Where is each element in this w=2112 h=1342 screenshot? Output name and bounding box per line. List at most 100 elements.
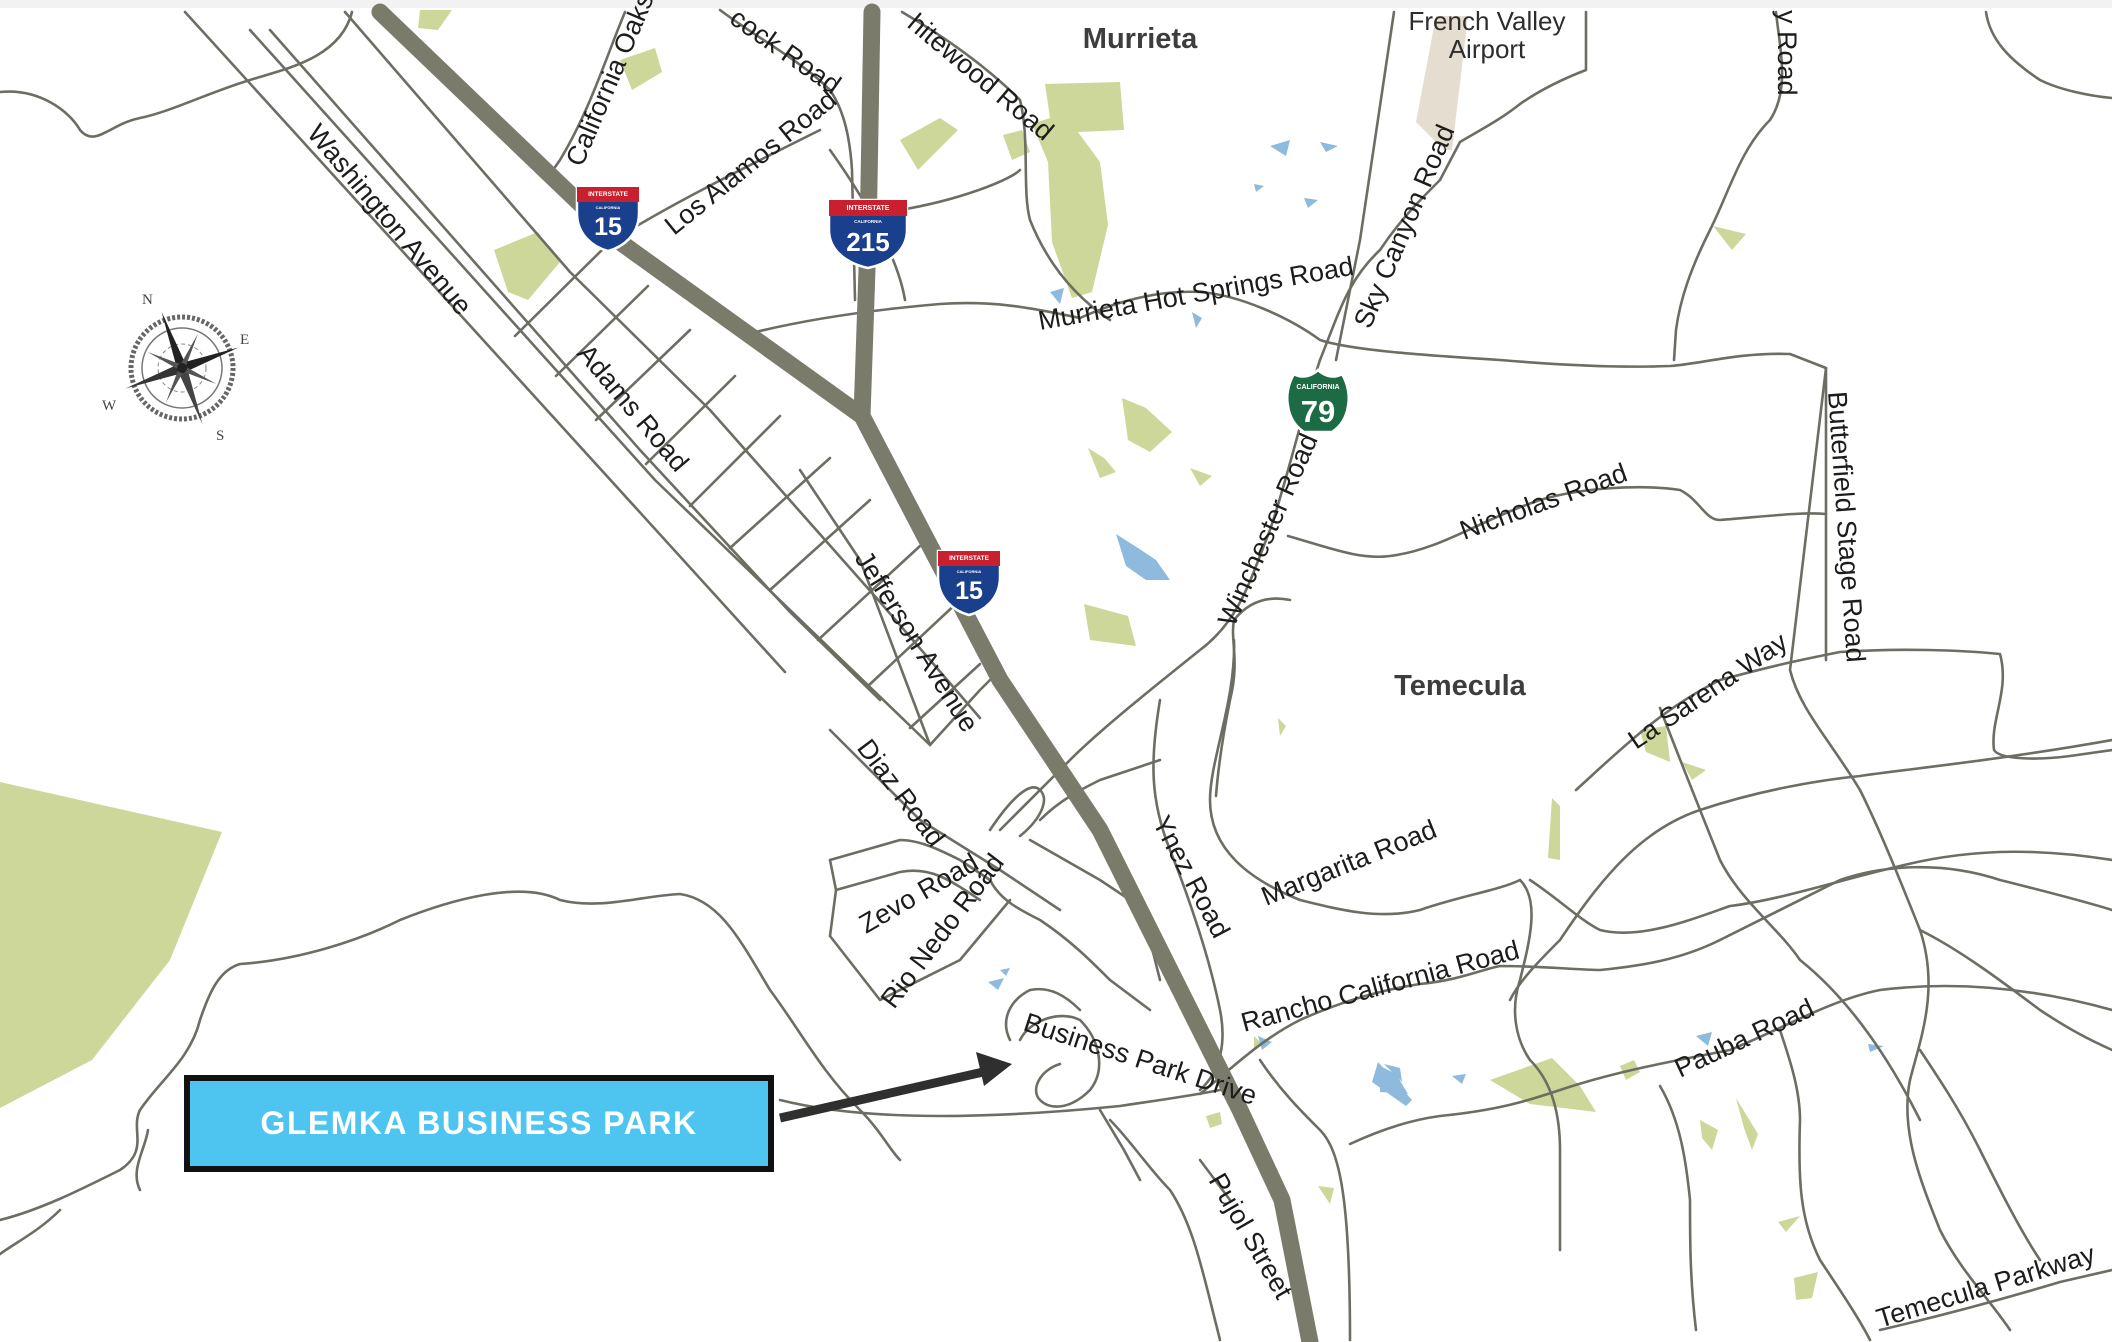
road-pujol — [1108, 1118, 1222, 1342]
shield-i15-south-sub: CALIFORNIA — [957, 569, 982, 574]
park-n — [1278, 718, 1286, 736]
lake-n — [1258, 1036, 1272, 1050]
street-label-la-sarena: La Sarena Way — [1623, 626, 1794, 755]
place-airport-line1: French Valley — [1408, 6, 1565, 36]
road-frontage-w — [828, 858, 838, 938]
park-sycamore — [1032, 82, 1124, 298]
road-cross-4 — [644, 374, 737, 466]
park-r — [1736, 1098, 1758, 1150]
street-label-business-park: Business Park Drive — [1020, 1007, 1260, 1111]
road-rancho-california — [1198, 865, 2112, 1096]
place-temecula: Temecula — [1394, 670, 1527, 702]
road-diaz — [828, 728, 1062, 912]
road-murrieta-hot-springs — [738, 290, 1828, 662]
road-los-alamos — [628, 128, 822, 232]
parks-layer — [0, 10, 1818, 1300]
street-label-los-alamos: Los Alamos Road — [659, 84, 842, 240]
lake-o — [1868, 1044, 1884, 1052]
lake-h — [1050, 288, 1064, 304]
road-jefferson — [798, 468, 932, 747]
street-label-temecula-parkway: Temecula Parkway — [1873, 1239, 2099, 1334]
road-zevo — [828, 838, 992, 882]
park-d — [900, 118, 958, 170]
road-butterfield — [1788, 366, 2012, 1332]
shield-i15-north: INTERSTATE CALIFORNIA 15 — [575, 185, 641, 253]
street-label-rancho-california: Rancho California Road — [1238, 935, 1523, 1038]
road-whitewood — [900, 10, 1112, 322]
shield-ca79-top: CALIFORNIA — [1296, 384, 1339, 391]
road-frontage-mid — [988, 878, 1152, 1012]
road-la-sarena — [1574, 648, 2112, 792]
park-f — [1088, 448, 1116, 478]
park-s — [1318, 1186, 1334, 1204]
road-sky-canyon — [1318, 178, 1442, 362]
road-cross-8 — [816, 544, 922, 642]
large-park-west — [0, 782, 222, 1108]
shield-ca79: CALIFORNIA 79 — [1286, 368, 1350, 434]
shield-ca79-number: 79 — [1301, 394, 1335, 429]
street-label-ynez: Ynez Road — [1147, 811, 1236, 943]
lake-k — [1452, 1074, 1466, 1084]
road-rio-nedo — [828, 898, 1012, 1002]
street-label-california-oaks: California Oaks — [560, 0, 660, 170]
road-grid-b — [343, 10, 982, 720]
street-label-butterfield: Butterfield Stage Road — [1822, 390, 1871, 663]
lake-c — [1384, 1064, 1402, 1082]
road-winchester — [998, 358, 1322, 832]
road-east-loop — [1508, 738, 2112, 1002]
park-m — [1548, 798, 1560, 860]
park-b — [620, 48, 662, 90]
airport-runway — [1416, 16, 1468, 150]
road-french-valley — [1334, 10, 1396, 362]
park-i — [1190, 468, 1212, 486]
compass-e: E — [240, 332, 249, 348]
park-t — [1778, 1216, 1800, 1232]
road-business-park-inner — [1004, 987, 1082, 1042]
lake-p — [1696, 1032, 1712, 1046]
roads-layer — [0, 8, 2112, 1342]
lake-i — [1192, 312, 1202, 328]
road-freeway-spur-s — [1198, 1158, 1232, 1202]
street-label-pauba: Pauba Road — [1670, 993, 1819, 1084]
park-l — [1682, 762, 1706, 780]
shield-i15-north-number: 15 — [594, 213, 622, 241]
park-k — [1640, 726, 1670, 762]
road-ynez — [1152, 698, 1224, 1092]
street-label-diaz: Diaz Road — [851, 734, 951, 853]
shield-i15-north-sub: CALIFORNIA — [596, 205, 621, 210]
road-cross-10 — [908, 662, 982, 730]
road-cock — [718, 8, 857, 302]
lake-g — [1254, 184, 1264, 192]
road-se-2 — [1918, 1048, 2042, 1262]
road-cross-3 — [594, 328, 692, 422]
road-ne-corner — [1984, 10, 2112, 100]
road-pauba — [1348, 984, 2112, 1146]
park-h — [1084, 604, 1136, 646]
road-cross-7 — [768, 498, 872, 592]
road-margarita-e — [1513, 878, 1562, 1252]
road-sycamore-w — [898, 168, 1022, 212]
compass-s: S — [216, 428, 224, 444]
lake-a — [1116, 534, 1170, 580]
road-se-freeway-e — [1258, 1058, 1352, 1342]
road-sw-spur — [135, 1128, 150, 1192]
shield-i215-sub: CALIFORNIA — [854, 219, 882, 224]
park-o — [1490, 1058, 1596, 1112]
road-washington — [183, 10, 787, 674]
road-la-sarena-spur — [1658, 706, 1922, 1122]
road-pujol-w — [1098, 1108, 1142, 1182]
road-cross-9 — [866, 598, 962, 688]
top-border — [0, 0, 2112, 8]
lake-e — [1320, 142, 1338, 152]
street-label-nicholas: Nicholas Road — [1456, 457, 1631, 545]
shield-i15-south-top: INTERSTATE — [949, 555, 990, 562]
road-temecula-parkway — [1878, 1268, 2112, 1332]
road-cross-1 — [513, 242, 610, 338]
park-j — [1713, 226, 1746, 250]
shield-i215: INTERSTATE CALIFORNIA 215 — [827, 198, 909, 270]
road-margarita-s — [1208, 638, 1522, 916]
road-south-ridge-branch — [0, 1208, 62, 1256]
park-v — [1206, 1112, 1222, 1128]
callout-arrow — [779, 1052, 1012, 1123]
